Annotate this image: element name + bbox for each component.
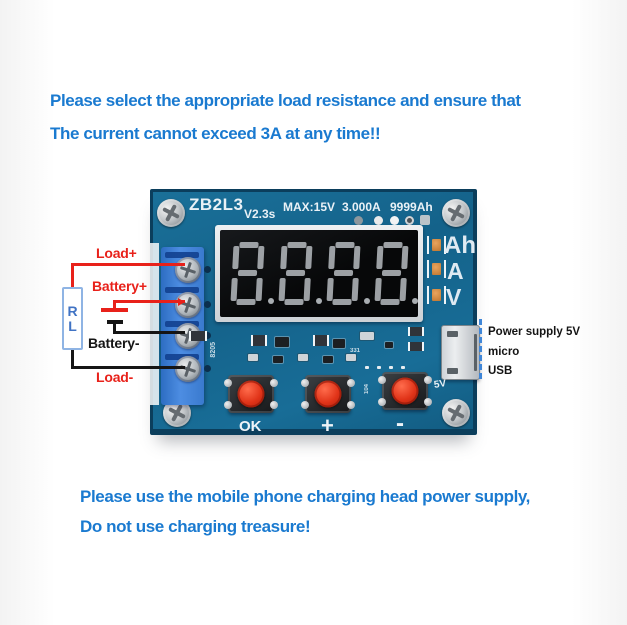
plus-button-label: + [321, 413, 334, 438]
smd-component [377, 366, 381, 369]
silkscreen-104: 104 [364, 384, 370, 395]
wire-arrowhead [178, 297, 185, 306]
minus-button-label: - [396, 410, 404, 437]
terminal-screw-load-pos [175, 257, 201, 283]
solder-pad [374, 216, 383, 225]
minus-button [378, 372, 432, 410]
resistor-letter-l: L [68, 318, 77, 334]
display-digit [230, 242, 265, 305]
unit-label-ah: Ah [444, 232, 476, 259]
seven-segment-display [215, 225, 423, 322]
smd-component [313, 335, 329, 346]
smd-component [298, 354, 308, 361]
bottom-note-line1: Please use the mobile phone charging hea… [80, 487, 531, 506]
smd-component [248, 354, 258, 361]
usb-note-line3: USB [488, 365, 513, 377]
solder-pad [420, 215, 430, 225]
led-a-icon [427, 260, 446, 278]
led-v-icon [427, 286, 446, 304]
smd-component [333, 339, 345, 348]
button-cap [391, 377, 419, 405]
ok-button [224, 375, 278, 413]
silkscreen-331: 331 [350, 348, 361, 354]
smd-component [273, 356, 283, 363]
battery-pos-label: Battery+ [92, 278, 147, 294]
screw-icon [157, 199, 185, 227]
rating-current-label: 3.000A [342, 200, 381, 214]
smd-component [408, 327, 424, 336]
solder-pad [354, 216, 363, 225]
display-digit [374, 242, 409, 305]
silkscreen-8205: 8205 [210, 342, 217, 358]
battery-positive-plate [101, 308, 128, 312]
bottom-note-line2: Do not use charging treasure! [80, 517, 311, 536]
smd-component [189, 331, 207, 341]
smd-component [346, 354, 356, 361]
micro-usb-port [441, 325, 480, 380]
smd-component [408, 342, 424, 351]
battery-negative-plate [107, 320, 123, 324]
top-note-line2: The current cannot exceed 3A at any time… [50, 124, 381, 143]
screw-icon [442, 399, 470, 427]
display-glass [220, 230, 418, 317]
usb-5v-label: 5V [433, 378, 447, 391]
button-cap [237, 380, 265, 408]
usb-callout-line [479, 319, 482, 379]
through-hole [204, 266, 211, 273]
top-note-line1: Please select the appropriate load resis… [50, 91, 521, 110]
unit-label-v: V [446, 284, 462, 310]
wire-load-positive [71, 263, 74, 289]
terminal-block [161, 247, 204, 405]
smd-component [323, 356, 333, 363]
usb-note-line2: micro [488, 346, 520, 358]
plus-button [301, 375, 355, 413]
screw-icon [442, 199, 470, 227]
load-neg-label: Load- [96, 369, 134, 385]
usb-note-line1: Power supply 5V [488, 326, 581, 338]
wire-battery-positive [113, 300, 116, 310]
led-ah-icon [427, 236, 446, 254]
resistor-letter-r: R [67, 303, 78, 319]
through-hole [204, 365, 211, 372]
display-digit [278, 242, 313, 305]
smd-component [385, 342, 393, 348]
solder-pad [390, 216, 399, 225]
pcb-board: ZB2L3 V2.3s MAX:15V 3.000A 9999Ah [150, 189, 480, 438]
load-resistor-symbol: R L [62, 287, 83, 350]
unit-label-a: A [447, 258, 464, 284]
button-cap [314, 380, 342, 408]
solder-pad [405, 216, 414, 225]
smd-component [389, 366, 393, 369]
smd-component [275, 337, 289, 347]
annotation-backdrop [150, 243, 159, 405]
wire-load-negative [71, 350, 74, 369]
terminal-screw-load-neg [175, 356, 201, 382]
wire-battery-positive [113, 300, 185, 303]
model-label: ZB2L3 [189, 195, 244, 214]
rating-capacity-label: 9999Ah [390, 200, 433, 214]
version-label: V2.3s [244, 207, 276, 221]
through-hole [204, 301, 211, 308]
smd-component [365, 366, 369, 369]
smd-component [401, 366, 405, 369]
ok-button-label: OK [239, 418, 262, 435]
wire-load-positive [71, 263, 185, 266]
wire-battery-negative [113, 323, 116, 334]
smd-component [360, 332, 374, 340]
load-pos-label: Load+ [96, 245, 137, 261]
through-hole [204, 332, 211, 339]
rating-voltage-label: MAX:15V [283, 200, 336, 214]
battery-neg-label: Battery- [88, 335, 140, 351]
smd-component [251, 335, 267, 346]
display-digit [326, 242, 361, 305]
wire-load-negative [71, 366, 185, 369]
wire-battery-negative [113, 331, 185, 334]
